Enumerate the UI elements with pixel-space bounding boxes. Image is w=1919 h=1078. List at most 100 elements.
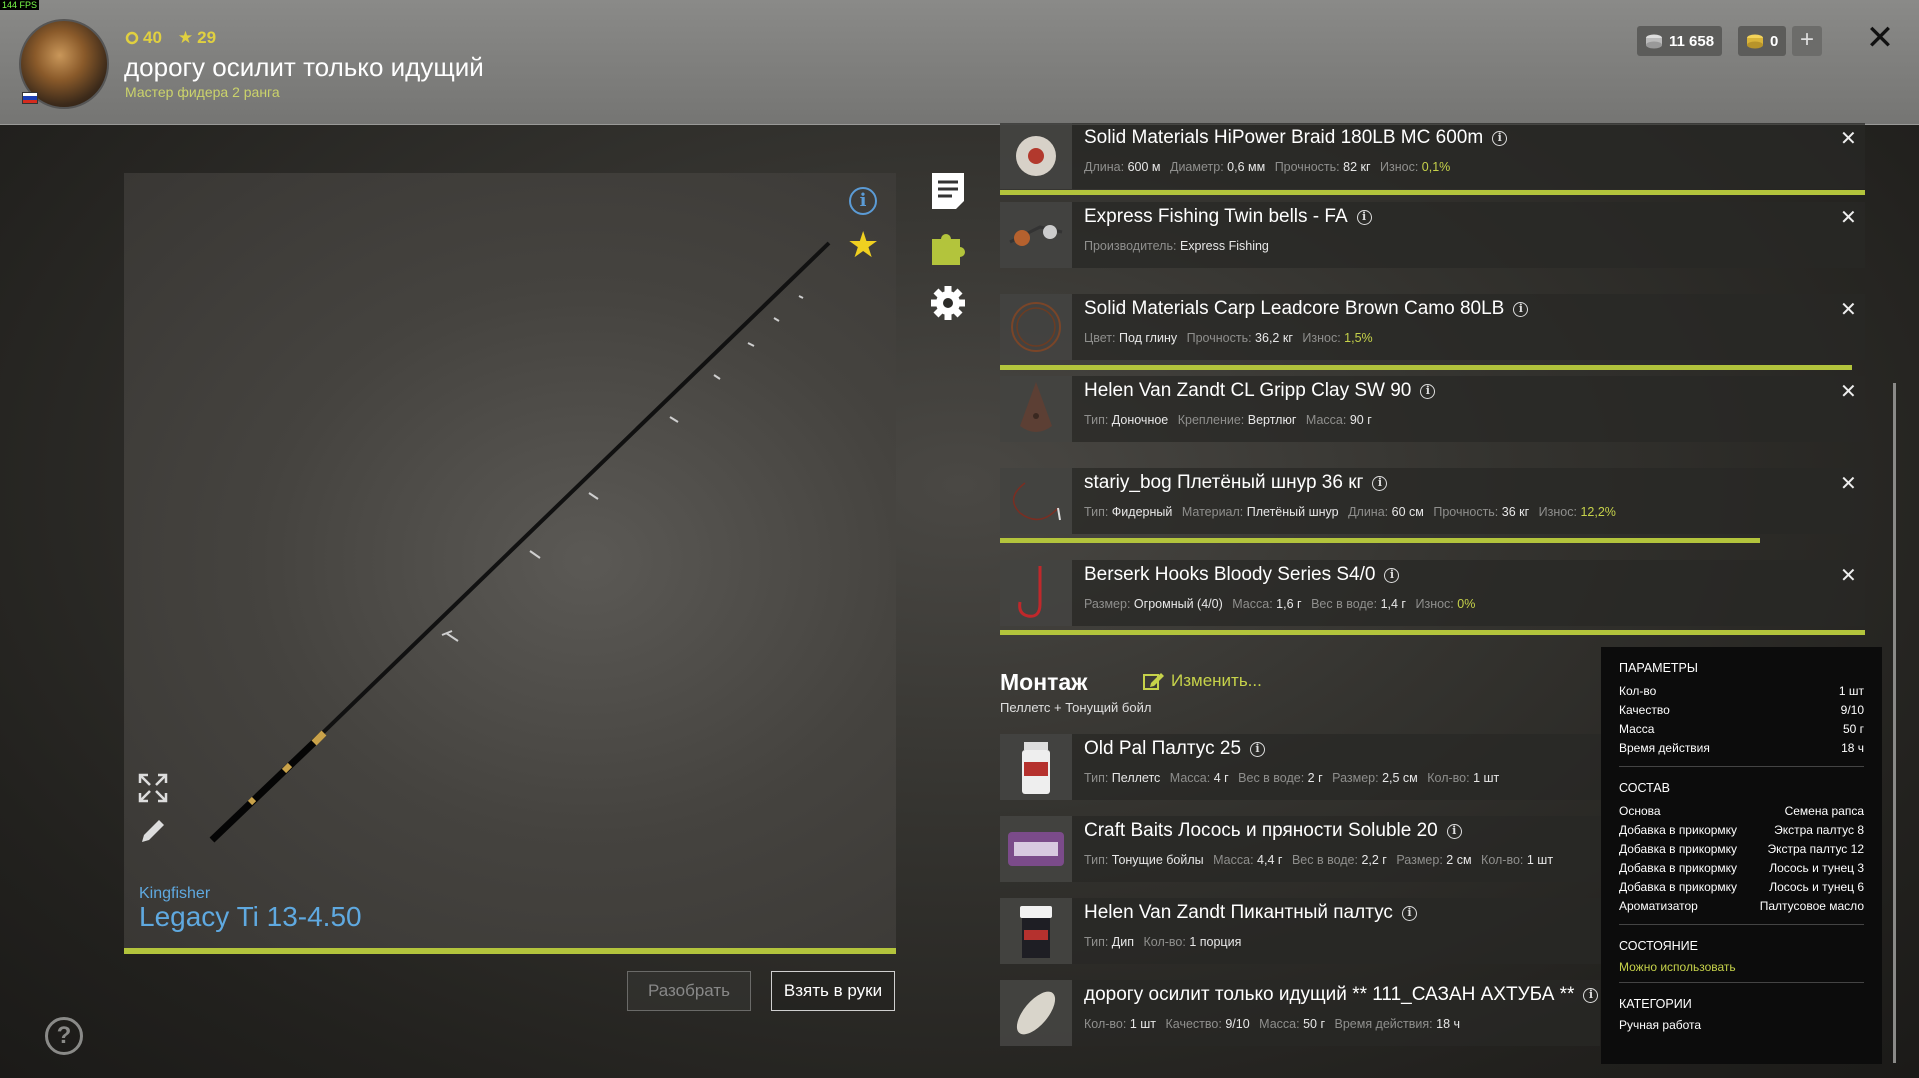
expand-icon[interactable]: [138, 773, 168, 803]
info-icon[interactable]: i: [1250, 741, 1266, 757]
composition-key: Добавка в прикормку: [1619, 842, 1738, 856]
help-icon[interactable]: ?: [45, 1017, 83, 1055]
remove-item-button[interactable]: ✕: [1840, 473, 1857, 495]
detail-label: Материал:: [1181, 505, 1244, 519]
item-name: Craft Baits Лосось и пряности Soluble 20…: [1084, 820, 1462, 842]
favorite-star-icon[interactable]: ★: [847, 224, 880, 265]
detail-value: 1,5%: [1344, 331, 1373, 345]
stars-stat: ★ 29: [178, 28, 216, 48]
gold-coins-icon: [1747, 34, 1763, 49]
item-name-text: Solid Materials HiPower Braid 180LB MC 6…: [1084, 127, 1484, 148]
remove-item-button[interactable]: ✕: [1840, 207, 1857, 229]
edit-label: Изменить...: [1171, 671, 1262, 690]
info-icon[interactable]: i: [1384, 567, 1400, 583]
composition-value: Лосось и тунец 6: [1769, 880, 1864, 894]
detail-value: 1 шт: [1129, 1017, 1157, 1031]
detail-value: 1 порция: [1189, 935, 1242, 949]
remove-item-button[interactable]: ✕: [1840, 128, 1857, 150]
detail-label: Тип:: [1084, 853, 1109, 867]
info-icon[interactable]: i: [1513, 301, 1529, 317]
rod-info-icon[interactable]: i: [849, 187, 877, 215]
player-rank: Мастер фидера 2 ранга: [125, 84, 280, 100]
info-icon[interactable]: i: [1356, 209, 1372, 225]
silver-coins-icon: [1646, 34, 1662, 49]
detail-value: 36,2 кг: [1255, 331, 1293, 345]
add-currency-button[interactable]: +: [1792, 26, 1822, 56]
rod-name: Legacy Ti 13-4.50: [139, 901, 362, 932]
puzzle-icon[interactable]: [930, 227, 966, 267]
close-button[interactable]: ✕: [1865, 19, 1895, 57]
item-name-text: Old Pal Палтус 25: [1084, 738, 1242, 759]
detail-value: 18 ч: [1436, 1017, 1461, 1031]
info-icon[interactable]: i: [1583, 987, 1599, 1003]
detail-label: Износ:: [1415, 597, 1454, 611]
composition-key: Добавка в прикормку: [1619, 861, 1738, 875]
detail-label: Вес в воде:: [1311, 597, 1378, 611]
info-icon[interactable]: i: [1372, 475, 1388, 491]
info-icon[interactable]: i: [1420, 383, 1436, 399]
gold-amount: 0: [1770, 32, 1779, 50]
list-item[interactable]: Solid Materials HiPower Braid 180LB MC 6…: [1000, 123, 1865, 189]
sinker-thumbnail: [1000, 376, 1072, 442]
remove-item-button[interactable]: ✕: [1840, 299, 1857, 321]
rod-image[interactable]: [124, 173, 896, 948]
detail-label: Прочность:: [1274, 160, 1340, 174]
leadcore-thumbnail: [1000, 294, 1072, 360]
params-heading: ПАРАМЕТРЫ: [1619, 661, 1698, 675]
bells-thumbnail: [1000, 202, 1072, 268]
composition-value: Семена рапса: [1784, 804, 1864, 818]
list-item[interactable]: Helen Van Zandt CL Gripp Clay SW 90 i Тип…: [1000, 376, 1865, 442]
detail-value: 0,6 мм: [1227, 160, 1266, 174]
gear-icon[interactable]: [930, 283, 966, 323]
edit-montage-button[interactable]: Изменить...: [1143, 671, 1262, 691]
detail-value: 1,4 г: [1380, 597, 1406, 611]
star-icon: ★: [177, 28, 194, 47]
disassemble-button[interactable]: Разобрать: [627, 971, 751, 1011]
list-item[interactable]: Solid Materials Carp Leadcore Brown Camo…: [1000, 294, 1865, 360]
detail-value: Тонущие бойлы: [1111, 853, 1204, 867]
info-icon[interactable]: i: [1492, 130, 1508, 146]
item-details: Тип: Тонущие бойлы Масса: 4,4 г Вес в во…: [1084, 853, 1559, 867]
detail-value: 0%: [1457, 597, 1476, 611]
detail-value: 1,6 г: [1276, 597, 1302, 611]
param-key: Кол-во: [1619, 684, 1657, 698]
wear-bar: [1000, 538, 1760, 543]
detail-value: 2 г: [1307, 771, 1323, 785]
item-name-text: Helen Van Zandt CL Gripp Clay SW 90: [1084, 380, 1412, 401]
info-icon[interactable]: i: [1446, 823, 1462, 839]
item-name: Helen Van Zandt CL Gripp Clay SW 90 i: [1084, 380, 1436, 402]
scrollbar[interactable]: [1893, 383, 1896, 1063]
dip-jar-thumbnail: [1000, 898, 1072, 964]
remove-item-button[interactable]: ✕: [1840, 565, 1857, 587]
profile-header: 40 ★ 29 дорогу осилит только идущий Маст…: [0, 0, 1919, 125]
hook-thumbnail: [1000, 560, 1072, 626]
detail-value: 60 см: [1391, 505, 1424, 519]
pellet-jar-thumbnail: [1000, 734, 1072, 800]
detail-label: Тип:: [1084, 771, 1109, 785]
silver-currency: 11 658: [1637, 26, 1723, 56]
remove-item-button[interactable]: ✕: [1840, 381, 1857, 403]
state-value: Можно использовать: [1619, 960, 1736, 974]
detail-value: 12,2%: [1580, 505, 1616, 519]
notes-icon[interactable]: [930, 171, 966, 211]
detail-value: Дип: [1111, 935, 1135, 949]
rename-pencil-icon[interactable]: [138, 816, 168, 846]
list-item[interactable]: дорогу осилит только идущий ** 111_САЗАН…: [1000, 980, 1600, 1046]
item-name: Solid Materials HiPower Braid 180LB MC 6…: [1084, 127, 1508, 149]
item-name: дорогу осилит только идущий ** 111_САЗАН…: [1084, 984, 1599, 1006]
item-name-text: Helen Van Zandt Пикантный палтус: [1084, 902, 1393, 923]
detail-label: Кол-во:: [1427, 771, 1470, 785]
take-in-hands-button[interactable]: Взять в руки: [771, 971, 895, 1011]
detail-label: Цвет:: [1084, 331, 1116, 345]
info-icon[interactable]: i: [1401, 905, 1417, 921]
detail-label: Размер:: [1084, 597, 1131, 611]
item-details: Тип: Доночное Крепление: Вертлюг Масса: …: [1084, 413, 1378, 427]
